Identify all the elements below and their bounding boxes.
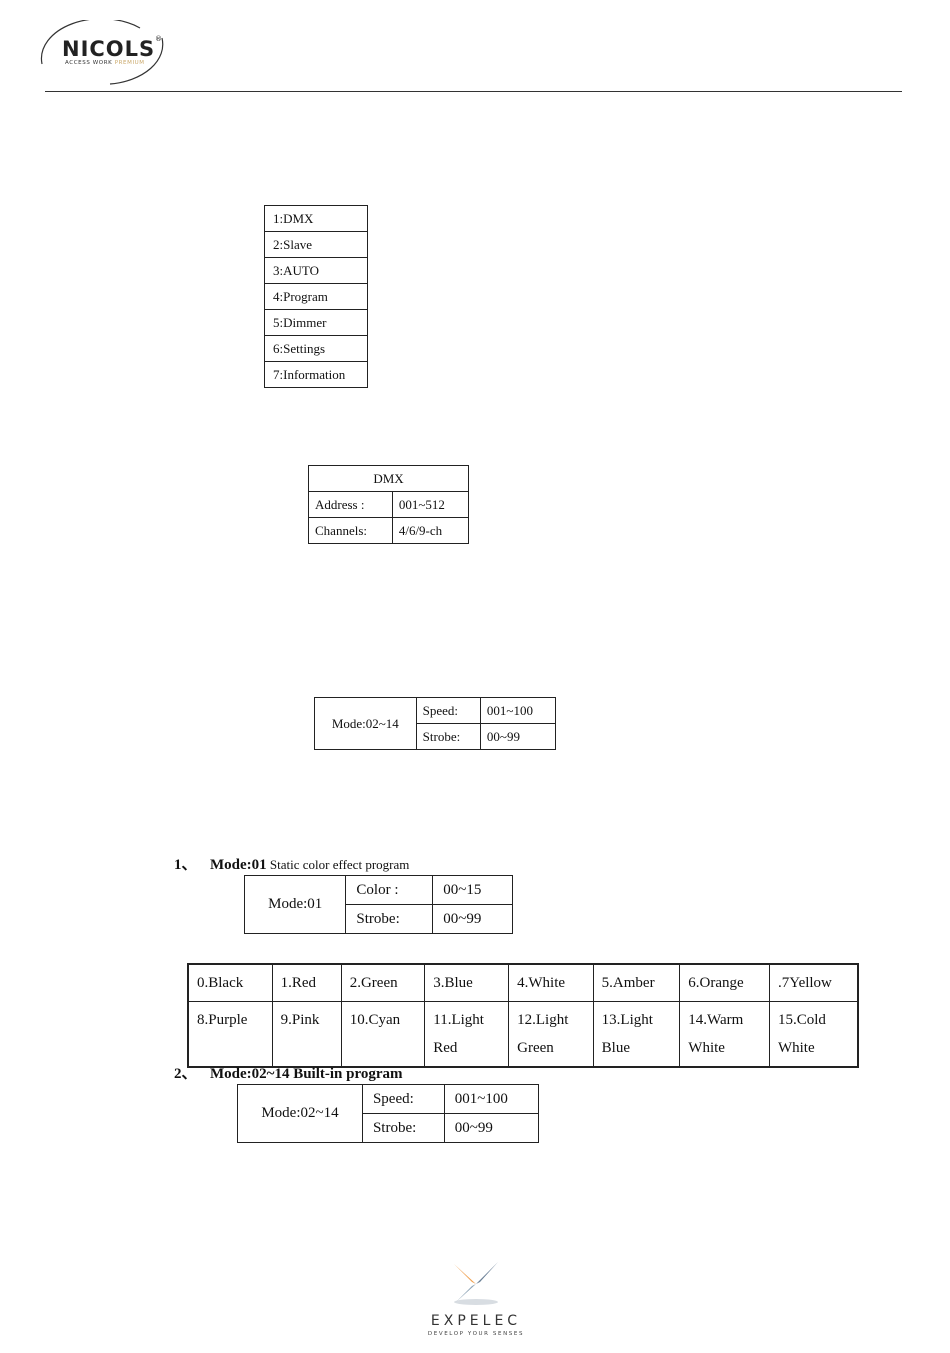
strobe-label: Strobe: [361, 1113, 445, 1143]
footer-brand: EXPELEC [430, 1313, 522, 1329]
dmx-title: DMX [308, 465, 469, 492]
table-row: Mode:02~14 Speed: 001~100 [314, 697, 557, 750]
color-cell: 8.Purple [187, 1001, 273, 1068]
color-cell: 4.White [508, 963, 594, 1002]
menu-row: 2:Slave [264, 231, 368, 258]
color-line-2: White [688, 1040, 725, 1056]
header-divider [45, 91, 902, 92]
speed-label: Speed: [361, 1084, 445, 1114]
tagline-main: ACCESS WORK [65, 60, 115, 66]
color-cell: 6.Orange [679, 963, 770, 1002]
color-value: 00~15 [432, 875, 513, 905]
menu-row: 5:Dimmer [264, 309, 368, 336]
table-row: Strobe: 00~99 [315, 723, 557, 750]
strobe-label: Strobe: [415, 723, 481, 750]
color-line-1: 14.Warm [688, 1012, 744, 1028]
speed-value: 001~100 [443, 1084, 540, 1114]
mode-range: Mode:02~14 [314, 697, 417, 750]
color-line-1: 15.Cold [777, 1012, 826, 1028]
color-cell: 3.Blue [424, 963, 510, 1002]
menu-item: 7:Information [264, 361, 368, 388]
section-1-heading: 1、 Mode:01 Static color effect program [174, 853, 409, 874]
logo-tagline: ACCESS WORK PREMIUM [65, 60, 145, 66]
strobe-value: 00~99 [432, 904, 513, 934]
color-cell: .7Yellow [768, 963, 859, 1002]
menu-row: 1:DMX [264, 205, 368, 232]
color-line-1: 12.Light [517, 1012, 569, 1028]
table-row: 0.Black 1.Red 2.Green 3.Blue 4.White 5.A… [187, 963, 859, 1002]
logo-name: NICOLS [62, 37, 156, 61]
menu-item: 3:AUTO [264, 257, 368, 284]
section-title: Mode:02~14 Built-in program [210, 1066, 403, 1082]
color-line-1: 8.Purple [197, 1012, 248, 1028]
color-cell: 2.Green [340, 963, 426, 1002]
section-description: Static color effect program [266, 857, 410, 872]
color-cell: 10.Cyan [340, 1001, 426, 1068]
color-line-2: Green [517, 1040, 554, 1056]
mode01-table: Mode:01 Color : 00~15 Strobe: 00~99 [243, 875, 513, 934]
menu-item: 5:Dimmer [264, 309, 368, 336]
main-menu-table: 1:DMX 2:Slave 3:AUTO 4:Program 5:Dimmer … [264, 205, 368, 388]
color-line-1: 10.Cyan [349, 1012, 401, 1028]
section-title: Mode:01 [210, 857, 267, 873]
section-number: 1、 [174, 857, 197, 873]
channels-value: 4/6/9-ch [391, 517, 470, 544]
table-row: Strobe: 00~99 [245, 904, 513, 934]
menu-row: 3:AUTO [264, 257, 368, 284]
color-list-table: 0.Black 1.Red 2.Green 3.Blue 4.White 5.A… [187, 963, 859, 1068]
star-icon [454, 1262, 498, 1305]
color-line-2: Red [433, 1040, 458, 1056]
strobe-value: 00~99 [479, 723, 557, 750]
table-row: Address : 001~512 [308, 491, 470, 518]
tagline-premium: PREMIUM [114, 60, 145, 66]
section-number: 2、 [174, 1066, 197, 1082]
mode02-table: Mode:02~14 Speed: 001~100 Strobe: 00~99 [237, 1084, 540, 1143]
color-line-2: Blue [601, 1040, 631, 1056]
auto-mode-table: Mode:02~14 Speed: 001~100 Strobe: 00~99 [314, 697, 557, 750]
color-line-1: 11.Light [433, 1012, 484, 1028]
color-cell: 1.Red [271, 963, 342, 1002]
logo-arc-icon [40, 20, 164, 85]
channels-label: Channels: [308, 517, 393, 544]
address-value: 001~512 [391, 491, 470, 518]
footer-slogan: DEVELOP YOUR SENSES [427, 1331, 525, 1337]
section-2-heading: 2、 Mode:02~14 Built-in program [174, 1062, 403, 1083]
menu-item: 4:Program [264, 283, 368, 310]
table-row: Strobe: 00~99 [238, 1113, 540, 1143]
color-cell: 5.Amber [592, 963, 681, 1002]
address-label: Address : [308, 491, 393, 518]
table-row: Channels: 4/6/9-ch [308, 517, 470, 544]
mode-range: Mode:02~14 [237, 1084, 363, 1143]
color-line-1: 13.Light [601, 1012, 653, 1028]
color-cell: 9.Pink [271, 1001, 342, 1068]
menu-row: 6:Settings [264, 335, 368, 362]
mode-label: Mode:01 [243, 875, 347, 934]
strobe-value: 00~99 [443, 1113, 540, 1143]
color-line-1: 9.Pink [280, 1012, 320, 1028]
color-label: Color : [345, 875, 434, 905]
nicols-logo: NICOLS ® ACCESS WORK PREMIUM [38, 20, 178, 90]
speed-value: 001~100 [479, 697, 557, 724]
expelec-logo: EXPELEC DEVELOP YOUR SENSES [420, 1258, 532, 1344]
menu-item: 1:DMX [264, 205, 368, 232]
strobe-label: Strobe: [345, 904, 434, 934]
registered-mark: ® [155, 35, 162, 43]
color-cell: 0.Black [187, 963, 273, 1002]
menu-item: 6:Settings [264, 335, 368, 362]
table-row: DMX [308, 465, 469, 492]
table-row: Mode:02~14 Speed: 001~100 [237, 1084, 540, 1143]
speed-label: Speed: [415, 697, 481, 724]
menu-row: 7:Information [264, 361, 368, 388]
menu-row: 4:Program [264, 283, 368, 310]
table-row: Mode:01 Color : 00~15 [243, 875, 513, 934]
dmx-table: DMX Address : 001~512 Channels: 4/6/9-ch [308, 465, 470, 544]
menu-item: 2:Slave [264, 231, 368, 258]
color-line-2: White [777, 1040, 815, 1056]
